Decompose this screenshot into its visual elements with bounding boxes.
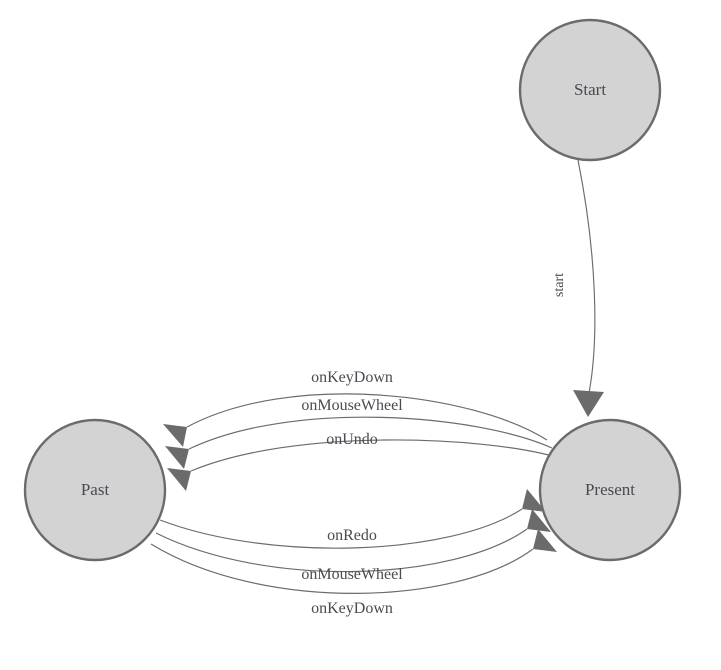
node-present[interactable]: Present [538,418,682,562]
arrowhead-icon [165,446,189,469]
edge-label: start [552,273,567,297]
arrowhead-icon [533,529,557,552]
edge-path [577,159,596,399]
edge-past-to-present-onmousewheel[interactable]: onMouseWheel [155,509,551,583]
node-past[interactable]: Past [23,418,167,562]
edge-label: onMouseWheel [301,566,403,583]
edge-start-to-present[interactable]: start [552,159,604,417]
edge-path [155,528,528,573]
edge-path [159,508,523,549]
edge-label: onRedo [327,527,377,544]
arrowhead-icon [522,489,546,512]
edge-path [186,393,548,441]
edge-label: onKeyDown [311,600,393,617]
arrowhead-icon [163,424,187,447]
edge-path [190,439,557,472]
edge-past-to-present-onkeydown[interactable]: onKeyDown [150,529,557,617]
arrowhead-icon [573,390,604,417]
edge-label: onMouseWheel [301,397,403,414]
edge-label: onKeyDown [311,369,393,386]
node-circle [518,18,662,162]
node-start[interactable]: Start [518,18,662,162]
edge-past-to-present-onredo[interactable]: onRedo [159,489,546,549]
arrowhead-icon [527,509,551,532]
node-label: Past [81,480,110,499]
node-circle [23,418,167,562]
node-circle [538,418,682,562]
node-label: Present [585,480,635,499]
node-label: Start [574,80,606,99]
edge-path [188,416,553,450]
arrowhead-icon [167,468,191,491]
edge-present-to-past-onmousewheel[interactable]: onMouseWheel [165,397,553,469]
edge-path [150,543,534,594]
edge-present-to-past-onundo[interactable]: onUndo [167,431,557,491]
edge-label: onUndo [326,431,378,448]
edge-present-to-past-onkeydown[interactable]: onKeyDown [163,369,548,447]
